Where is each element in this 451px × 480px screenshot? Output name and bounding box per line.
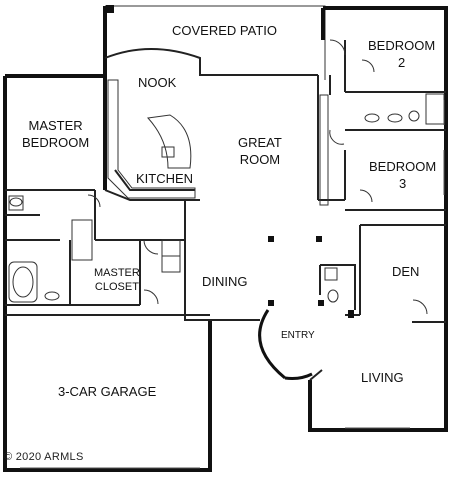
kitchen-sink bbox=[161, 146, 175, 158]
label-kitchen: KITCHEN bbox=[136, 171, 194, 186]
label-master-bedroom-line2: BEDROOM bbox=[22, 135, 90, 150]
label-living: LIVING bbox=[361, 370, 404, 385]
kitchen-island bbox=[146, 114, 192, 169]
columns bbox=[106, 5, 354, 318]
label-bedroom-2: BEDROOM 2 bbox=[368, 37, 435, 71]
label-great-room-line2: ROOM bbox=[239, 152, 281, 167]
hall-tub bbox=[425, 93, 445, 125]
label-nook: NOOK bbox=[138, 75, 177, 90]
label-bedroom-3-line2: 3 bbox=[398, 176, 407, 191]
label-bedroom-2-line1: BEDROOM bbox=[368, 38, 436, 53]
label-master-closet-line1: MASTER bbox=[94, 267, 140, 279]
windows bbox=[20, 100, 445, 469]
label-garage: 3-CAR GARAGE bbox=[58, 384, 157, 399]
patio-outline bbox=[105, 5, 326, 80]
label-den: DEN bbox=[392, 264, 420, 279]
interior-walls bbox=[5, 40, 446, 381]
copyright-text: 2020 ARMLS bbox=[15, 451, 84, 463]
entry-rotunda bbox=[258, 309, 313, 380]
label-master-closet: MASTER CLOSET bbox=[94, 266, 140, 294]
label-great-room: GREAT ROOM bbox=[238, 134, 282, 168]
label-bedroom-2-line2: 2 bbox=[397, 55, 406, 70]
label-bedroom-3-line1: BEDROOM bbox=[369, 159, 437, 174]
exterior-walls bbox=[3, 6, 448, 472]
copyright-notice: © 2020 ARMLS bbox=[4, 451, 84, 463]
label-great-room-line1: GREAT bbox=[238, 135, 282, 150]
label-master-bedroom-line1: MASTER bbox=[28, 118, 83, 133]
label-covered-patio: COVERED PATIO bbox=[172, 23, 277, 38]
master-tub bbox=[8, 261, 38, 303]
label-entry: ENTRY bbox=[281, 330, 315, 341]
label-bedroom-3: BEDROOM 3 bbox=[369, 158, 436, 192]
fixtures bbox=[8, 39, 445, 315]
label-master-bedroom: MASTER BEDROOM bbox=[22, 117, 89, 151]
label-dining: DINING bbox=[202, 274, 248, 289]
label-master-closet-line2: CLOSET bbox=[94, 281, 139, 293]
